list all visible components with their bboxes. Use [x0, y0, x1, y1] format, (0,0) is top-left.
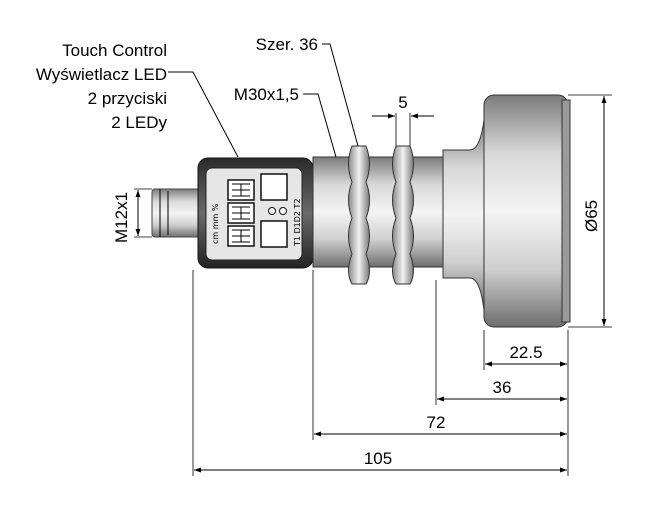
led-d2-icon: [279, 207, 287, 215]
dimension-22-5: 22.5: [485, 343, 567, 367]
wrench-leader-line: [322, 43, 359, 147]
panel-units-text: cm mm %: [211, 203, 220, 244]
thread-callout: M30x1,5: [234, 85, 337, 158]
wrench-size-label: Szer. 36: [256, 35, 318, 54]
nut-width-value: 5: [398, 93, 407, 112]
touch-label-line-4: 2 LEDy: [111, 113, 167, 132]
dimension-36: 36: [437, 378, 567, 402]
threaded-tube: [312, 156, 444, 268]
sensor-body: cm mm % T1 D1D2 T2: [151, 94, 571, 328]
dim-72-value: 72: [427, 413, 446, 432]
wrench-callout: Szer. 36: [256, 35, 359, 147]
led-d1-icon: [268, 207, 276, 215]
panel-leds-text: T1 D1D2 T2: [293, 198, 302, 247]
touch-label-line-1: Touch Control: [62, 41, 167, 60]
diameter-value: Ø65: [582, 200, 601, 232]
dim-22-5-value: 22.5: [509, 343, 542, 362]
thread-leader-line: [303, 93, 337, 158]
nut-right: [392, 145, 414, 285]
sensor-neck: [442, 119, 485, 311]
dimension-diameter: Ø65: [568, 94, 612, 328]
dimension-72: 72: [314, 413, 567, 437]
dimension-nut-width: 5: [372, 93, 434, 146]
touch-label-line-2: Wyświetlacz LED: [36, 65, 167, 84]
touch-button-t2[interactable]: [260, 220, 288, 248]
touch-button-t1[interactable]: [260, 173, 288, 201]
dim-36-value: 36: [493, 378, 512, 397]
transducer-head: [483, 94, 569, 328]
touch-leader-line: [168, 71, 239, 158]
connector-label: M12x1: [112, 192, 131, 243]
transducer-face: [561, 99, 571, 323]
thread-label: M30x1,5: [234, 85, 299, 104]
dim-105-value: 105: [364, 449, 392, 468]
dimension-105: 105: [194, 449, 567, 473]
touch-control-callout: Touch Control Wyświetlacz LED 2 przycisk…: [36, 41, 239, 158]
connector-callout: M12x1: [112, 188, 152, 243]
seven-segment-display: [227, 179, 255, 247]
touch-label-line-3: 2 przyciski: [88, 89, 167, 108]
nut-left: [348, 145, 370, 285]
